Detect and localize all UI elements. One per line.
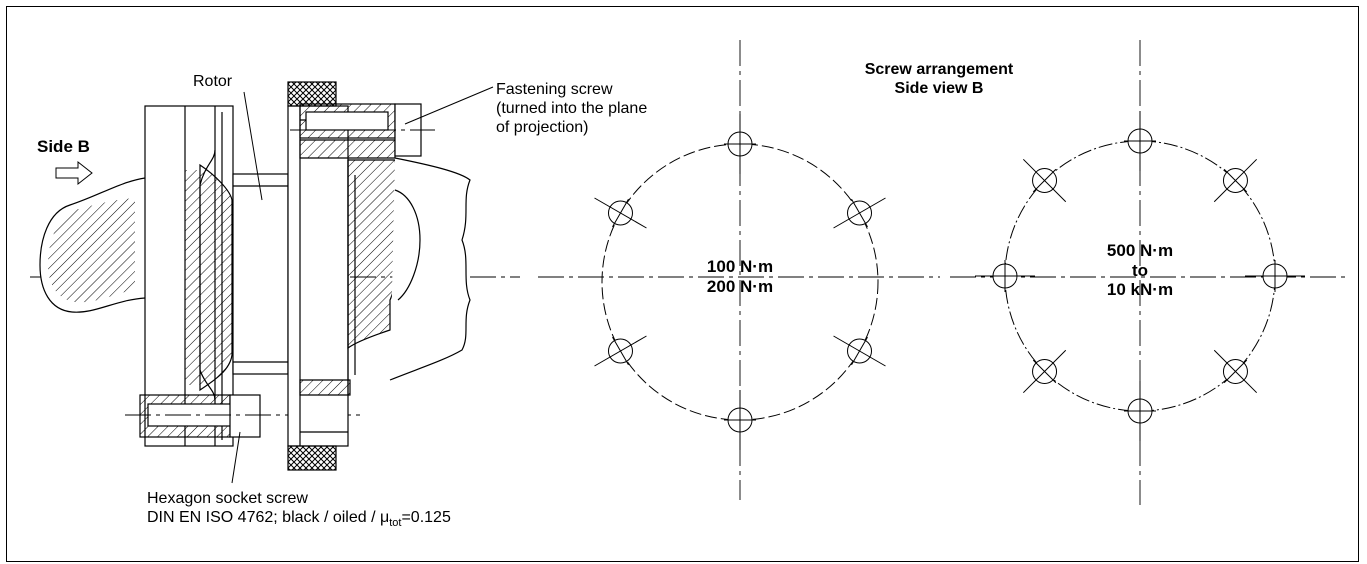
rotor-leader bbox=[243, 91, 263, 201]
hexagon-leader bbox=[231, 431, 241, 484]
cross-hatched-pad-bottom bbox=[287, 445, 337, 471]
torque-6-line-1: 100 N·m bbox=[706, 257, 774, 276]
screw-pattern-8 bbox=[950, 40, 1345, 505]
leader-lines bbox=[231, 86, 494, 484]
pattern-8-hole-tangent-line bbox=[1032, 168, 1057, 193]
fastening-screw-line-3: of projection) bbox=[496, 119, 589, 137]
left-shaft-hatch bbox=[48, 198, 135, 303]
arrangement-title-line-1: Screw arrangement bbox=[864, 61, 1014, 78]
pattern-8-hole-tangent-line bbox=[1223, 168, 1248, 193]
pattern-8-hole-tangent-line bbox=[1223, 359, 1248, 384]
rotor-body bbox=[232, 173, 289, 375]
screw-pattern-6 bbox=[538, 40, 940, 500]
fastening-leader bbox=[404, 86, 494, 125]
hexagon-screw-spec: DIN EN ISO 4762; black / oiled / bbox=[147, 509, 380, 527]
torque-6-line-2: 200 N·m bbox=[706, 276, 774, 296]
mu-value: =0.125 bbox=[401, 509, 451, 527]
pattern-6-hole-tangent-line bbox=[851, 198, 868, 228]
mu-subscript: tot bbox=[389, 517, 402, 530]
pattern-6-hole-tangent-line bbox=[612, 198, 629, 228]
torque-label-6: 100 N·m 200 N·m bbox=[670, 257, 810, 296]
mu-symbol: μ bbox=[380, 509, 390, 527]
fastening-screw-line-2: (turned into the plane bbox=[496, 100, 648, 118]
torque-label-8: 500 N·m to 10 kN·m bbox=[1070, 241, 1210, 300]
torque-8-line-3: 10 kN·m bbox=[1106, 280, 1174, 300]
rotor-label: Rotor bbox=[193, 73, 233, 90]
right-shaft bbox=[389, 157, 471, 381]
fastening-screw-line-1: Fastening screw bbox=[496, 81, 613, 98]
torque-8-line-1: 500 N·m bbox=[1106, 241, 1174, 260]
pattern-6-hole-tangent-line bbox=[612, 336, 629, 366]
cross-hatched-pad-top bbox=[287, 81, 337, 107]
fastening-screw-label: Fastening screw (turned into the plane o… bbox=[496, 80, 647, 138]
hexagon-screw-line-2: DIN EN ISO 4762; black / oiled / μtot=0.… bbox=[147, 508, 451, 530]
side-b-arrow bbox=[55, 160, 93, 186]
drawing-frame bbox=[6, 6, 1359, 562]
section-view bbox=[30, 81, 520, 471]
side-b-label: Side B bbox=[37, 137, 90, 156]
pattern-6-hole-tangent-line bbox=[851, 336, 868, 366]
torque-8-line-2: to bbox=[1131, 260, 1149, 280]
pattern-8-hole-tangent-line bbox=[1032, 359, 1057, 384]
hexagon-screw-label: Hexagon socket screw DIN EN ISO 4762; bl… bbox=[147, 489, 451, 531]
hexagon-screw-line-1: Hexagon socket screw bbox=[147, 490, 308, 507]
arrangement-title: Screw arrangement Side view B bbox=[814, 60, 1064, 98]
arrangement-title-line-2: Side view B bbox=[894, 80, 984, 98]
